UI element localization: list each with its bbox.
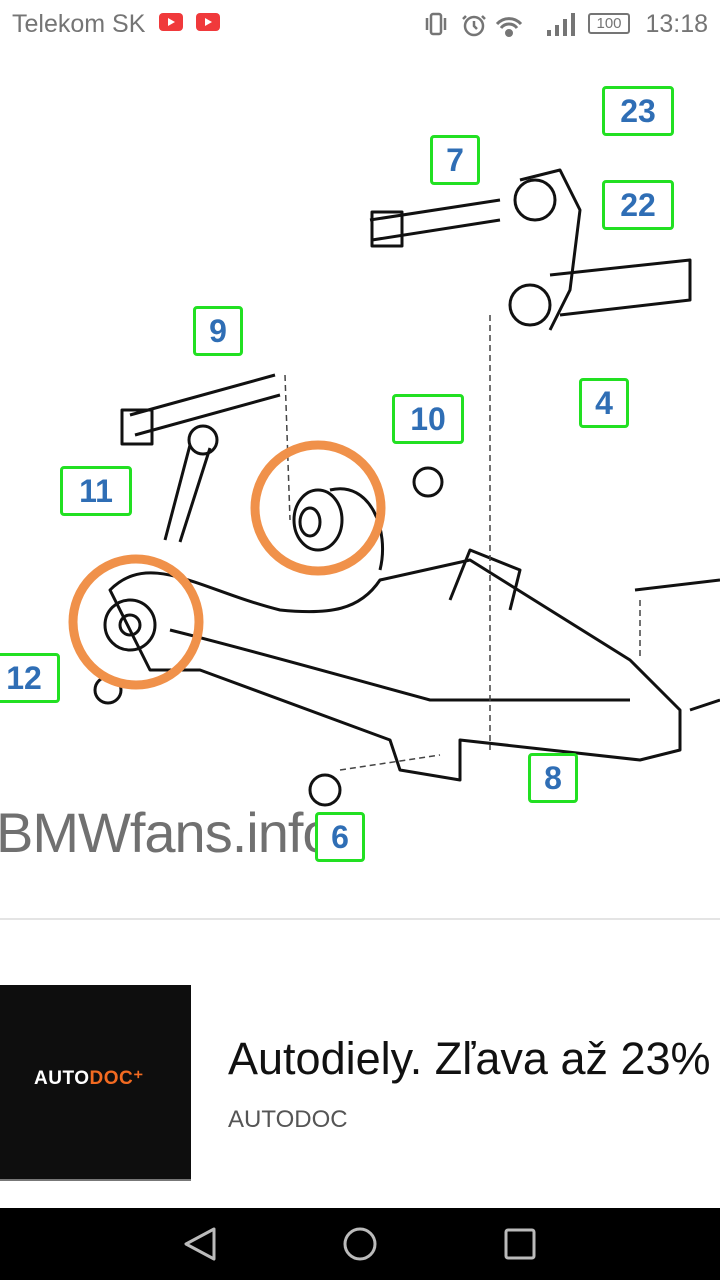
part-label: 10 (392, 394, 464, 444)
autodoc-logo: AUTODOC⁺ (34, 1068, 144, 1089)
recents-icon[interactable] (503, 1226, 537, 1262)
ad-card[interactable]: AUTODOC⁺ Autodiely. Zľava až 23% AUTODOC (0, 985, 720, 1181)
part-label: 12 (0, 653, 60, 703)
wifi-icon (495, 17, 523, 37)
watermark: BMWfans.info (0, 801, 334, 864)
part-label: 6 (315, 812, 365, 862)
highlight-circle (250, 440, 386, 576)
carrier-name: Telekom SK (12, 10, 146, 38)
vibrate-icon (425, 12, 447, 36)
status-bar: Telekom SK 100 13:18 (0, 0, 720, 50)
divider (0, 918, 720, 920)
part-label: 23 (602, 86, 674, 136)
ad-title[interactable]: Autodiely. Zľava až 23% (228, 1033, 711, 1084)
part-label: 7 (430, 135, 480, 185)
back-icon[interactable] (180, 1226, 220, 1262)
ad-image[interactable]: AUTODOC⁺ (0, 985, 191, 1181)
part-label: 22 (602, 180, 674, 230)
navigation-bar (0, 1208, 720, 1280)
signal-icon (547, 13, 575, 36)
part-label: 9 (193, 306, 243, 356)
part-label: 4 (579, 378, 629, 428)
parts-diagram-image[interactable]: 23 7 22 9 4 10 11 12 8 BMWfans.info 6 (0, 50, 720, 918)
alarm-icon (462, 15, 486, 37)
part-label: 8 (528, 753, 578, 803)
youtube-icon (159, 13, 183, 31)
clock: 13:18 (645, 10, 708, 38)
battery-icon: 100 (588, 13, 630, 34)
highlight-circle (68, 554, 204, 690)
youtube-icon (196, 13, 220, 31)
status-icons (425, 12, 575, 37)
ad-source: AUTODOC (228, 1106, 348, 1133)
home-icon[interactable] (341, 1226, 379, 1262)
part-label: 11 (60, 466, 132, 516)
suspension-drawing (68, 168, 720, 807)
